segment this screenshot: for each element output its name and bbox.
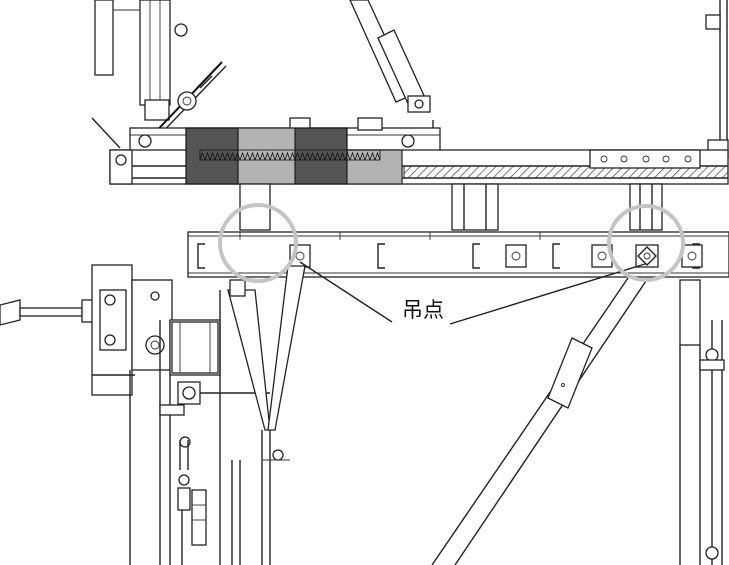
lifting-point-circle-left [218, 203, 298, 283]
left-hydraulic-actuator [0, 264, 173, 396]
left-vertical-frame [129, 290, 270, 565]
right-diagonal-strut [431, 277, 649, 565]
lifting-point-circle-right [607, 204, 685, 282]
upper-left-column [94, 0, 188, 121]
central-brace [227, 265, 306, 565]
lifting-point-callout: 吊点 [218, 203, 685, 325]
screw-jack-upper-left [147, 61, 227, 144]
lower-main-beam [187, 231, 729, 278]
lifting-point-label: 吊点 [402, 298, 444, 322]
upper-right-column [705, 0, 729, 160]
upper-track-beam [91, 117, 729, 185]
right-vertical-member [679, 279, 725, 565]
support-posts [239, 183, 663, 231]
